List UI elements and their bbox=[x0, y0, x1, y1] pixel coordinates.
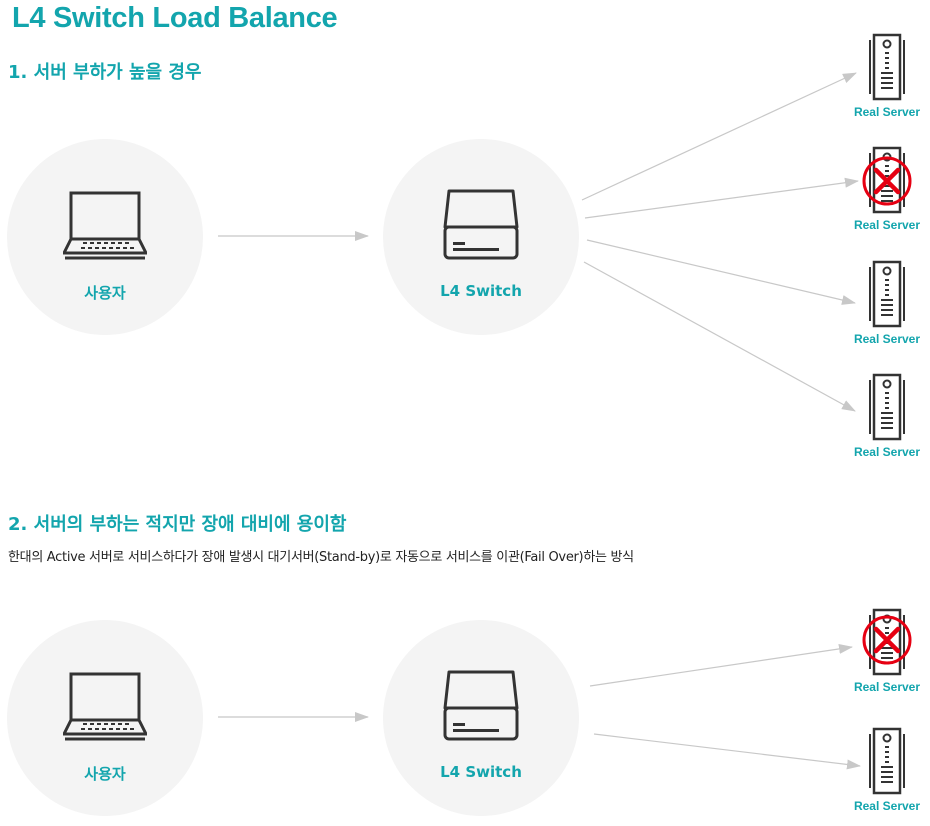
laptop-icon bbox=[63, 191, 147, 260]
server-label: Real Server bbox=[853, 332, 921, 346]
switch-node: L4 Switch bbox=[383, 620, 579, 816]
arrow-switch-to-active-server bbox=[589, 643, 853, 687]
server-tower-icon bbox=[869, 260, 905, 328]
server-tower-icon bbox=[869, 373, 905, 441]
page-title: L4 Switch Load Balance bbox=[12, 2, 338, 34]
server-label: Real Server bbox=[853, 799, 921, 813]
laptop-icon bbox=[63, 672, 147, 741]
section2-heading: 2. 서버의 부하는 적지만 장애 대비에 용이함 bbox=[8, 514, 347, 535]
standby-server: Real Server bbox=[842, 726, 930, 826]
arrow-switch-to-server-2 bbox=[584, 177, 859, 219]
arrow-switch-to-standby-server bbox=[593, 733, 861, 770]
active-server: Real Server bbox=[842, 607, 930, 707]
user-label: 사용자 bbox=[84, 284, 126, 302]
user-label: 사용자 bbox=[84, 765, 126, 783]
server-label: Real Server bbox=[853, 445, 921, 459]
switch-label: L4 Switch bbox=[440, 282, 522, 300]
arrow-switch-to-server-3 bbox=[586, 239, 856, 305]
user-node: 사용자 bbox=[7, 139, 203, 335]
red-x-icon bbox=[862, 615, 912, 665]
real-server-2: Real Server bbox=[842, 145, 930, 245]
switch-device-icon bbox=[443, 670, 519, 741]
switch-label: L4 Switch bbox=[440, 763, 522, 781]
real-server-3: Real Server bbox=[842, 259, 930, 359]
arrow-switch-to-server-4 bbox=[583, 261, 856, 412]
red-x-icon bbox=[862, 156, 912, 206]
user-node: 사용자 bbox=[7, 620, 203, 816]
server-label: Real Server bbox=[853, 218, 921, 232]
server-tower-icon bbox=[869, 146, 905, 214]
arrow-switch-to-server-1 bbox=[581, 72, 857, 201]
real-server-4: Real Server bbox=[842, 372, 930, 472]
server-tower-icon bbox=[869, 727, 905, 795]
switch-node: L4 Switch bbox=[383, 139, 579, 335]
server-label: Real Server bbox=[853, 105, 921, 119]
real-server-1: Real Server bbox=[842, 32, 930, 132]
section1-heading: 1. 서버 부하가 높을 경우 bbox=[8, 62, 202, 83]
server-label: Real Server bbox=[853, 680, 921, 694]
switch-device-icon bbox=[443, 189, 519, 260]
section2-description: 한대의 Active 서버로 서비스하다가 장애 발생시 대기서버(Stand-… bbox=[8, 550, 634, 565]
server-tower-icon bbox=[869, 33, 905, 101]
